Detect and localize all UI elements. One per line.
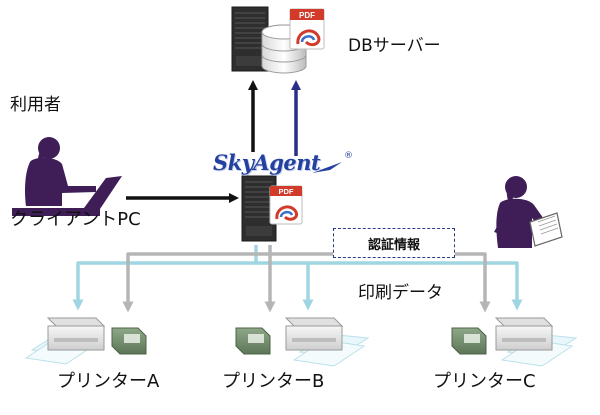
person-with-document-icon xyxy=(494,176,563,248)
cyan-line-to-c xyxy=(308,261,523,311)
pdf-icon-text: PDF xyxy=(279,187,294,196)
pdf-icon-text: PDF xyxy=(299,11,315,20)
print-box-icon xyxy=(111,327,147,355)
printer-icon xyxy=(284,317,344,351)
print-box-icon xyxy=(235,327,271,355)
cyan-line-to-b xyxy=(256,261,314,311)
gray-distribution-line xyxy=(122,245,272,313)
print-box-icon xyxy=(451,327,487,355)
auth-info-label: 認証情報 xyxy=(367,237,420,253)
pdf-icon: PDF xyxy=(269,185,303,225)
pdf-icon: PDF xyxy=(289,8,325,50)
print-data-label: 印刷データ xyxy=(358,283,443,303)
db-server-label: DBサーバー xyxy=(348,36,441,56)
user-label: 利用者 xyxy=(10,95,61,115)
skyagent-logo: SkyAgent xyxy=(213,150,321,175)
client-pc-label: クライアントPC xyxy=(10,209,141,230)
brand-swoosh-icon xyxy=(312,162,342,173)
printer-b-label: プリンターB xyxy=(222,371,325,392)
printer-a-label: プリンターA xyxy=(57,371,160,392)
user-at-laptop-icon xyxy=(12,137,122,216)
printer-icon xyxy=(46,317,106,351)
printer-icon xyxy=(494,317,554,351)
auth-info-box: 認証情報 xyxy=(333,228,455,258)
printer-c-label: プリンターC xyxy=(433,371,536,392)
registered-mark: ® xyxy=(344,151,353,161)
